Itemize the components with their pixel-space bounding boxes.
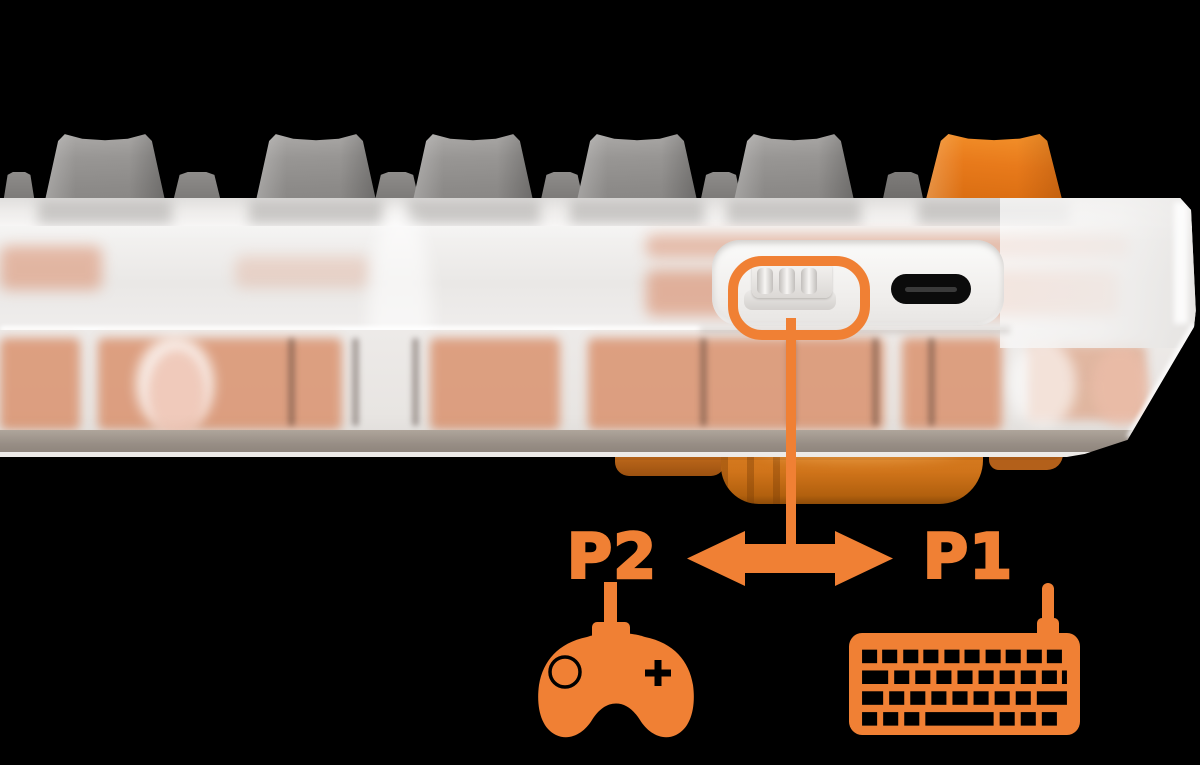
- case-inner-detail: [872, 338, 879, 426]
- keyboard-cable-base: [1037, 618, 1059, 635]
- case-inner-detail: [235, 256, 370, 288]
- case-inner-detail: [0, 338, 80, 430]
- gamepad-dpad-plus: [645, 660, 671, 686]
- case-bottom-band: [0, 430, 1196, 454]
- case-inner-detail: [249, 200, 383, 224]
- case-inner-detail: [902, 338, 1002, 430]
- case-inner-foot: [148, 350, 206, 436]
- case-inner-detail: [928, 338, 935, 426]
- label-p1: P1: [921, 520, 1014, 593]
- case-inner-detail: [288, 338, 295, 426]
- double-headed-arrow-icon: [687, 531, 893, 586]
- connector-line-switch: [786, 318, 796, 548]
- keycap: [43, 134, 167, 208]
- gamepad-button-circle: [548, 655, 582, 689]
- keycap: [732, 134, 856, 208]
- case-inner-detail: [727, 200, 861, 224]
- orange-keycap: [924, 134, 1064, 207]
- case-inner-detail: [0, 246, 102, 290]
- keycap: [254, 134, 378, 208]
- gamepad-icon: [538, 632, 694, 738]
- usb-c-slot: [905, 287, 957, 292]
- keyboard-case: [0, 198, 1196, 460]
- case-reflection: [1010, 340, 1076, 428]
- keyboard-icon: [849, 633, 1080, 735]
- case-plate-edge: [0, 198, 1196, 228]
- case-inner-detail: [98, 338, 342, 430]
- case-edge-highlight: [1174, 202, 1188, 324]
- case-inner-detail: [700, 338, 707, 426]
- usb-c-port: [891, 274, 971, 304]
- case-inner-detail: [588, 338, 884, 430]
- label-p2: P2: [565, 520, 658, 593]
- keyboard-icon-keys: [862, 649, 1067, 726]
- case-inner-detail: [352, 338, 359, 426]
- case-inner-detail: [406, 200, 540, 224]
- case-inner-detail: [412, 338, 419, 426]
- case-inner-detail: [38, 200, 172, 224]
- mode-switch-rib: [779, 268, 795, 294]
- case-right-face: [1000, 198, 1196, 348]
- mode-switch-highlight-ring: [728, 256, 870, 340]
- case-bottom-edge: [0, 452, 1196, 457]
- case-shine-line: [0, 326, 1010, 333]
- mode-switch-rib: [801, 268, 817, 294]
- keycap: [575, 134, 699, 208]
- case-inner-detail: [570, 200, 704, 224]
- case-inner-detail: [430, 338, 560, 430]
- keycap: [411, 134, 535, 208]
